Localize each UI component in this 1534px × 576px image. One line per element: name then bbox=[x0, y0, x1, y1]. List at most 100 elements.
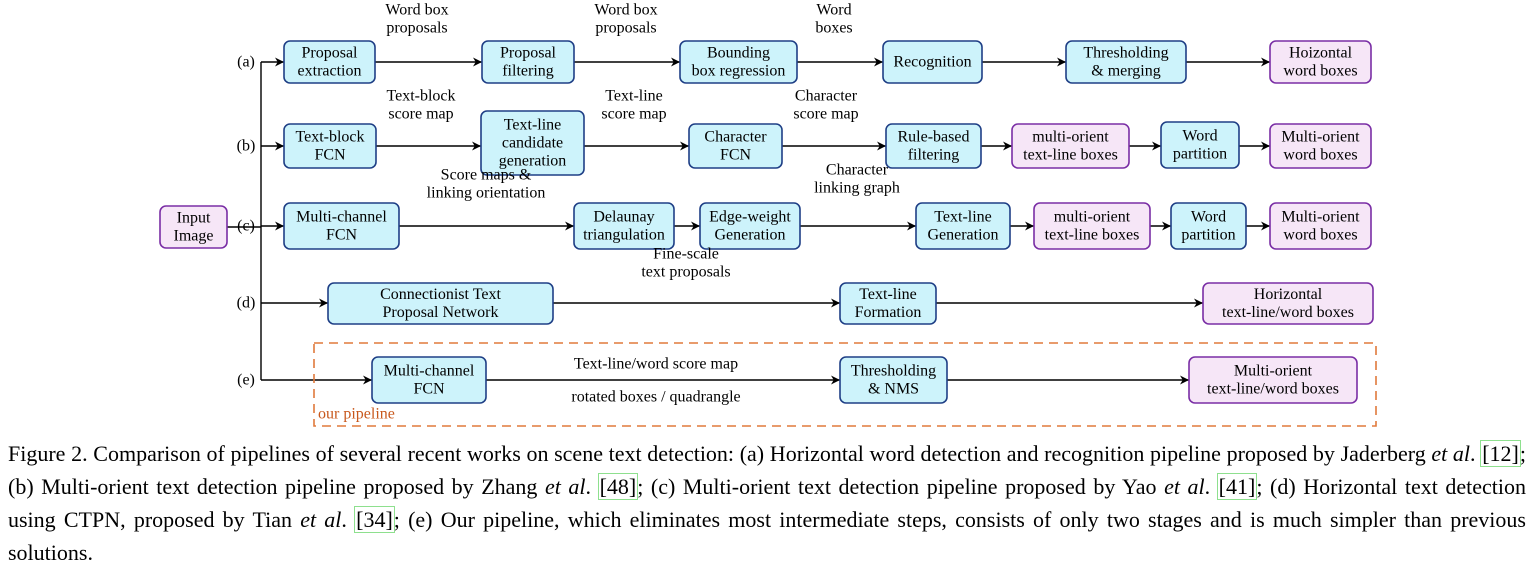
node-multi-channel-fcn-shape bbox=[371, 356, 487, 404]
node-text-line-candidate-generation-label: candidate bbox=[502, 135, 563, 152]
node-multi-channel-fcn-label: Multi-channel bbox=[296, 209, 387, 226]
node-rule-based-filtering-label: filtering bbox=[908, 147, 960, 164]
node-recognition: Recognition bbox=[882, 40, 983, 84]
edge-label-text: rotated boxes / quadrangle bbox=[571, 389, 740, 406]
node-multi-channel-fcn-label: FCN bbox=[413, 381, 445, 398]
edge-label-text: Score maps & bbox=[441, 167, 532, 184]
node-character-fcn-label: FCN bbox=[720, 147, 752, 164]
node-proposal-extraction-label: Proposal bbox=[302, 45, 359, 62]
edge-label-text: Text-block bbox=[386, 88, 455, 105]
node-proposal-filtering-label: filtering bbox=[502, 63, 554, 80]
node-delaunay-triangulation-label: Delaunay bbox=[593, 209, 654, 226]
node-edge-weight-generation-label: Edge-weight bbox=[709, 209, 791, 226]
et-al: et al bbox=[1164, 474, 1205, 499]
edge-label-text: Text-line/word score map bbox=[574, 356, 738, 373]
edge-label-text: Text-line bbox=[605, 88, 663, 105]
node-multi-orient-text-line-boxes-label: multi-orient bbox=[1054, 209, 1131, 226]
node-bounding-box-regression-label: Bounding bbox=[707, 45, 770, 62]
node-text-line-generation-shape bbox=[915, 202, 1011, 250]
edge-label-text: Word bbox=[816, 2, 851, 19]
node-delaunay-triangulation-label: triangulation bbox=[583, 227, 665, 244]
node-character-fcn-shape bbox=[688, 123, 783, 169]
figure-label: Figure 2. bbox=[8, 441, 88, 466]
edge-label-text: linking orientation bbox=[427, 185, 546, 202]
node-multi-orient-text-line-word-boxes-shape bbox=[1188, 356, 1358, 404]
figure-caption: Figure 2. Comparison of pipelines of sev… bbox=[8, 437, 1526, 569]
row-label-b: (b) bbox=[237, 138, 256, 155]
caption-text: . bbox=[585, 474, 599, 499]
node-proposal-extraction-shape bbox=[283, 40, 376, 84]
node-horizontal-text-line-word-boxes-shape bbox=[1202, 282, 1374, 325]
row-label-c: (c) bbox=[237, 218, 255, 235]
edge-label-text: score map bbox=[601, 106, 666, 123]
node-proposal-filtering-shape bbox=[481, 40, 575, 84]
edge-label-text: score map bbox=[793, 106, 858, 123]
node-word-partition-label: partition bbox=[1181, 227, 1235, 244]
node-multi-orient-text-line-boxes-shape bbox=[1033, 202, 1151, 250]
caption-text: . bbox=[1204, 474, 1218, 499]
node-proposal-filtering-label: Proposal bbox=[500, 45, 557, 62]
node-thresholding-nms-label: & NMS bbox=[868, 381, 919, 398]
our-pipeline-frame bbox=[313, 342, 1377, 427]
node-rule-based-filtering-label: Rule-based bbox=[898, 129, 970, 146]
row-label-e: (e) bbox=[237, 372, 255, 389]
node-delaunay-triangulation-shape bbox=[573, 202, 675, 250]
node-word-partition-shape bbox=[1170, 202, 1247, 250]
edge-label-text: score map bbox=[388, 106, 453, 123]
caption-text: ; (d) Horizontal text detection using CT… bbox=[8, 474, 1527, 532]
citation-link[interactable]: [41] bbox=[1216, 473, 1258, 500]
node-hoizontal-word-boxes-label: Hoizontal bbox=[1289, 45, 1353, 62]
node-word-partition-label: Word bbox=[1191, 209, 1226, 226]
node-thresholding-merging-shape bbox=[1065, 40, 1187, 84]
node-proposal-extraction-label: extraction bbox=[298, 63, 362, 80]
caption-text: Comparison of pipelines of several recen… bbox=[87, 441, 1432, 466]
node-multi-orient-word-boxes-shape bbox=[1269, 202, 1372, 250]
node-bounding-box-regression-shape bbox=[679, 40, 798, 84]
input-image-node-shape bbox=[159, 205, 228, 249]
et-al: et al bbox=[300, 507, 342, 532]
edge-label-text: linking graph bbox=[814, 180, 900, 197]
caption-text: . bbox=[1470, 441, 1482, 466]
citation-link[interactable]: [34] bbox=[354, 506, 395, 533]
edge-label-text: Fine-scale bbox=[653, 246, 719, 263]
node-edge-weight-generation-shape bbox=[699, 202, 801, 250]
node-text-line-formation-shape bbox=[839, 282, 937, 325]
caption-text: ; (e) Our pipeline, which eliminates mos… bbox=[8, 507, 1526, 565]
node-multi-orient-text-line-boxes-label: text-line boxes bbox=[1023, 147, 1118, 164]
node-word-partition-label: Word bbox=[1182, 128, 1217, 145]
caption-text: . bbox=[341, 507, 356, 532]
node-multi-orient-text-line-word-boxes-label: Multi-orient bbox=[1234, 363, 1313, 380]
node-recognition-shape bbox=[882, 40, 983, 84]
citation-link[interactable]: [48] bbox=[597, 473, 639, 500]
edge-label-text: proposals bbox=[595, 20, 656, 37]
node-horizontal-text-line-word-boxes-label: text-line/word boxes bbox=[1222, 304, 1354, 321]
edge-label-text: boxes bbox=[815, 20, 852, 37]
node-thresholding-nms: Thresholding& NMS bbox=[839, 356, 948, 404]
node-text-line-formation-label: Text-line bbox=[859, 286, 917, 303]
pipeline-diagram: InputImageProposalextractionProposalfilt… bbox=[159, 2, 1377, 427]
citation-link[interactable]: [12] bbox=[1480, 440, 1521, 467]
row-label-a: (a) bbox=[237, 54, 255, 71]
node-hoizontal-word-boxes-shape bbox=[1269, 40, 1372, 84]
node-multi-orient-text-line-boxes-shape bbox=[1011, 123, 1130, 169]
node-multi-channel-fcn-label: Multi-channel bbox=[384, 363, 475, 380]
